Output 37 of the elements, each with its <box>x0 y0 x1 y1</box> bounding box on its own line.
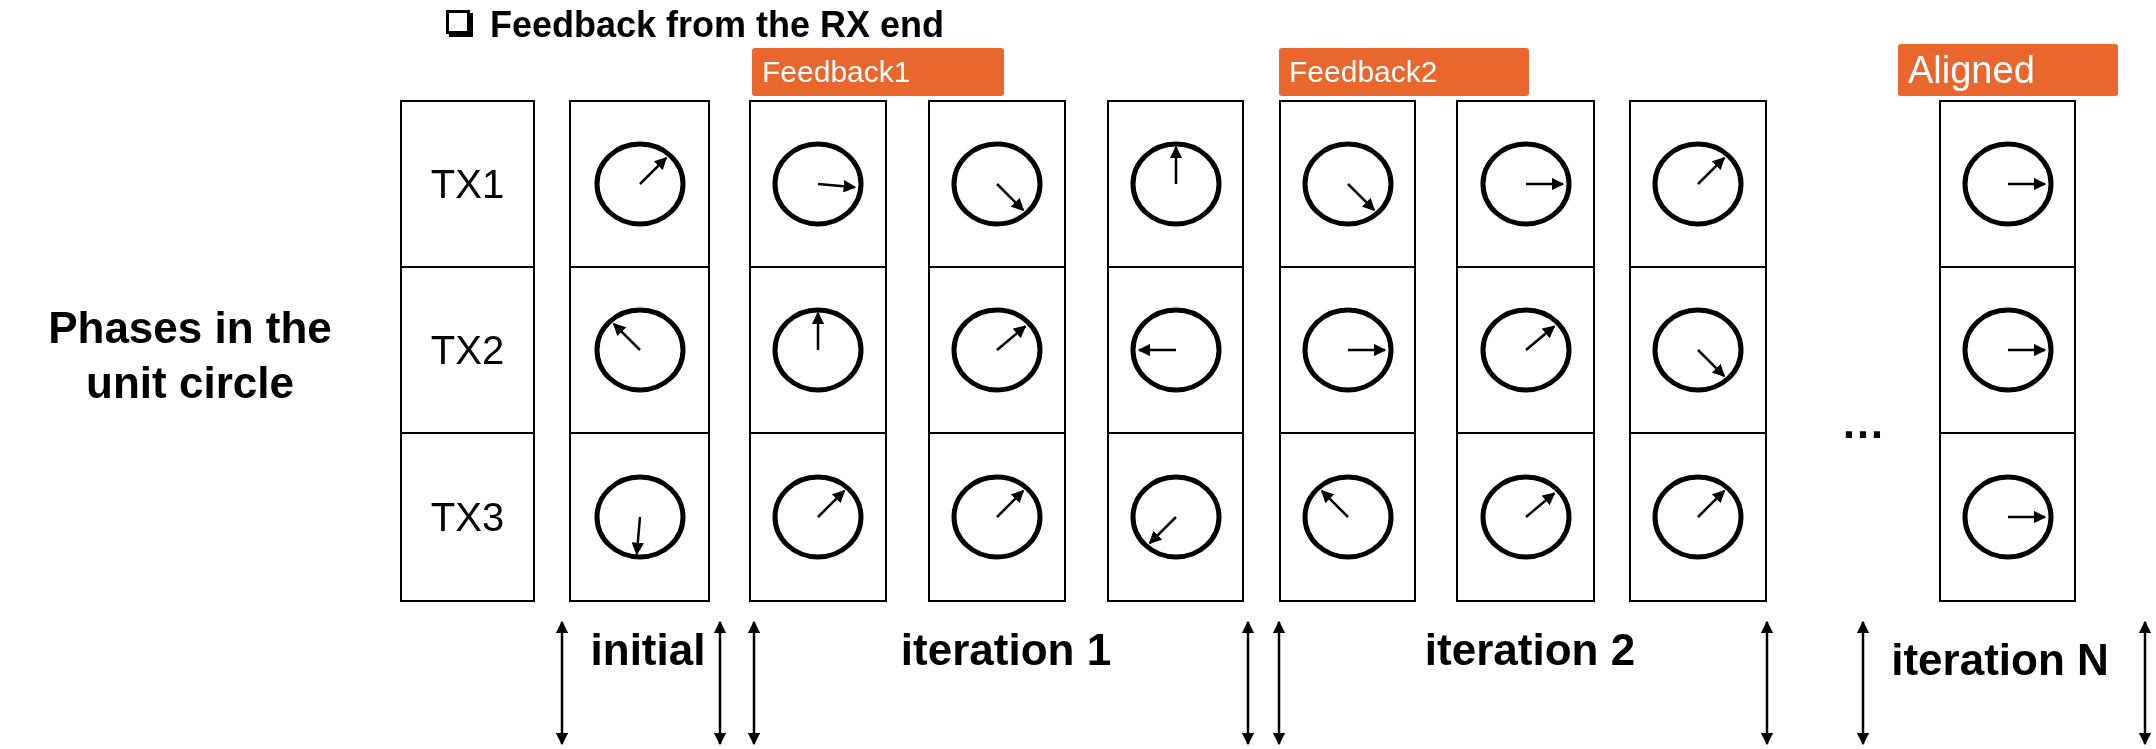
phase-box <box>1107 266 1244 434</box>
phase-box <box>1107 432 1244 602</box>
row-title: Phases in the unit circle <box>47 302 333 409</box>
transmitter-box: TX2 <box>400 266 535 434</box>
ellipsis: … <box>1840 397 1886 449</box>
column-label: initial <box>589 624 707 676</box>
column-label: iteration 2 <box>1423 624 1637 676</box>
phase-box <box>928 266 1066 434</box>
phase-box <box>569 100 710 268</box>
phase-box <box>1456 266 1595 434</box>
phase-box <box>1629 266 1767 434</box>
phase-box <box>1456 100 1595 268</box>
phase-box <box>749 100 887 268</box>
transmitter-box: TX1 <box>400 100 535 268</box>
transmitter-box: TX3 <box>400 432 535 602</box>
phase-box <box>1279 432 1416 602</box>
phase-box <box>928 100 1066 268</box>
column-label: iteration N <box>1890 634 2110 686</box>
phase-box <box>569 432 710 602</box>
feedback-tag: Feedback1 <box>752 48 1004 96</box>
column-label: iteration 1 <box>899 624 1113 676</box>
phase-box <box>1939 100 2076 268</box>
phase-box <box>749 266 887 434</box>
phase-box <box>1456 432 1595 602</box>
phase-box <box>1107 100 1244 268</box>
phase-box <box>1939 266 2076 434</box>
phase-box <box>569 266 710 434</box>
phase-box <box>749 432 887 602</box>
feedback-tag: Feedback2 <box>1279 48 1529 96</box>
phase-box <box>1629 100 1767 268</box>
phase-box <box>1279 266 1416 434</box>
phase-box <box>1629 432 1767 602</box>
heading: Feedback from the RX end <box>490 3 946 46</box>
phase-box <box>1279 100 1416 268</box>
phase-box <box>928 432 1066 602</box>
feedback-tag: Aligned <box>1898 44 2118 96</box>
phase-box <box>1939 432 2076 602</box>
